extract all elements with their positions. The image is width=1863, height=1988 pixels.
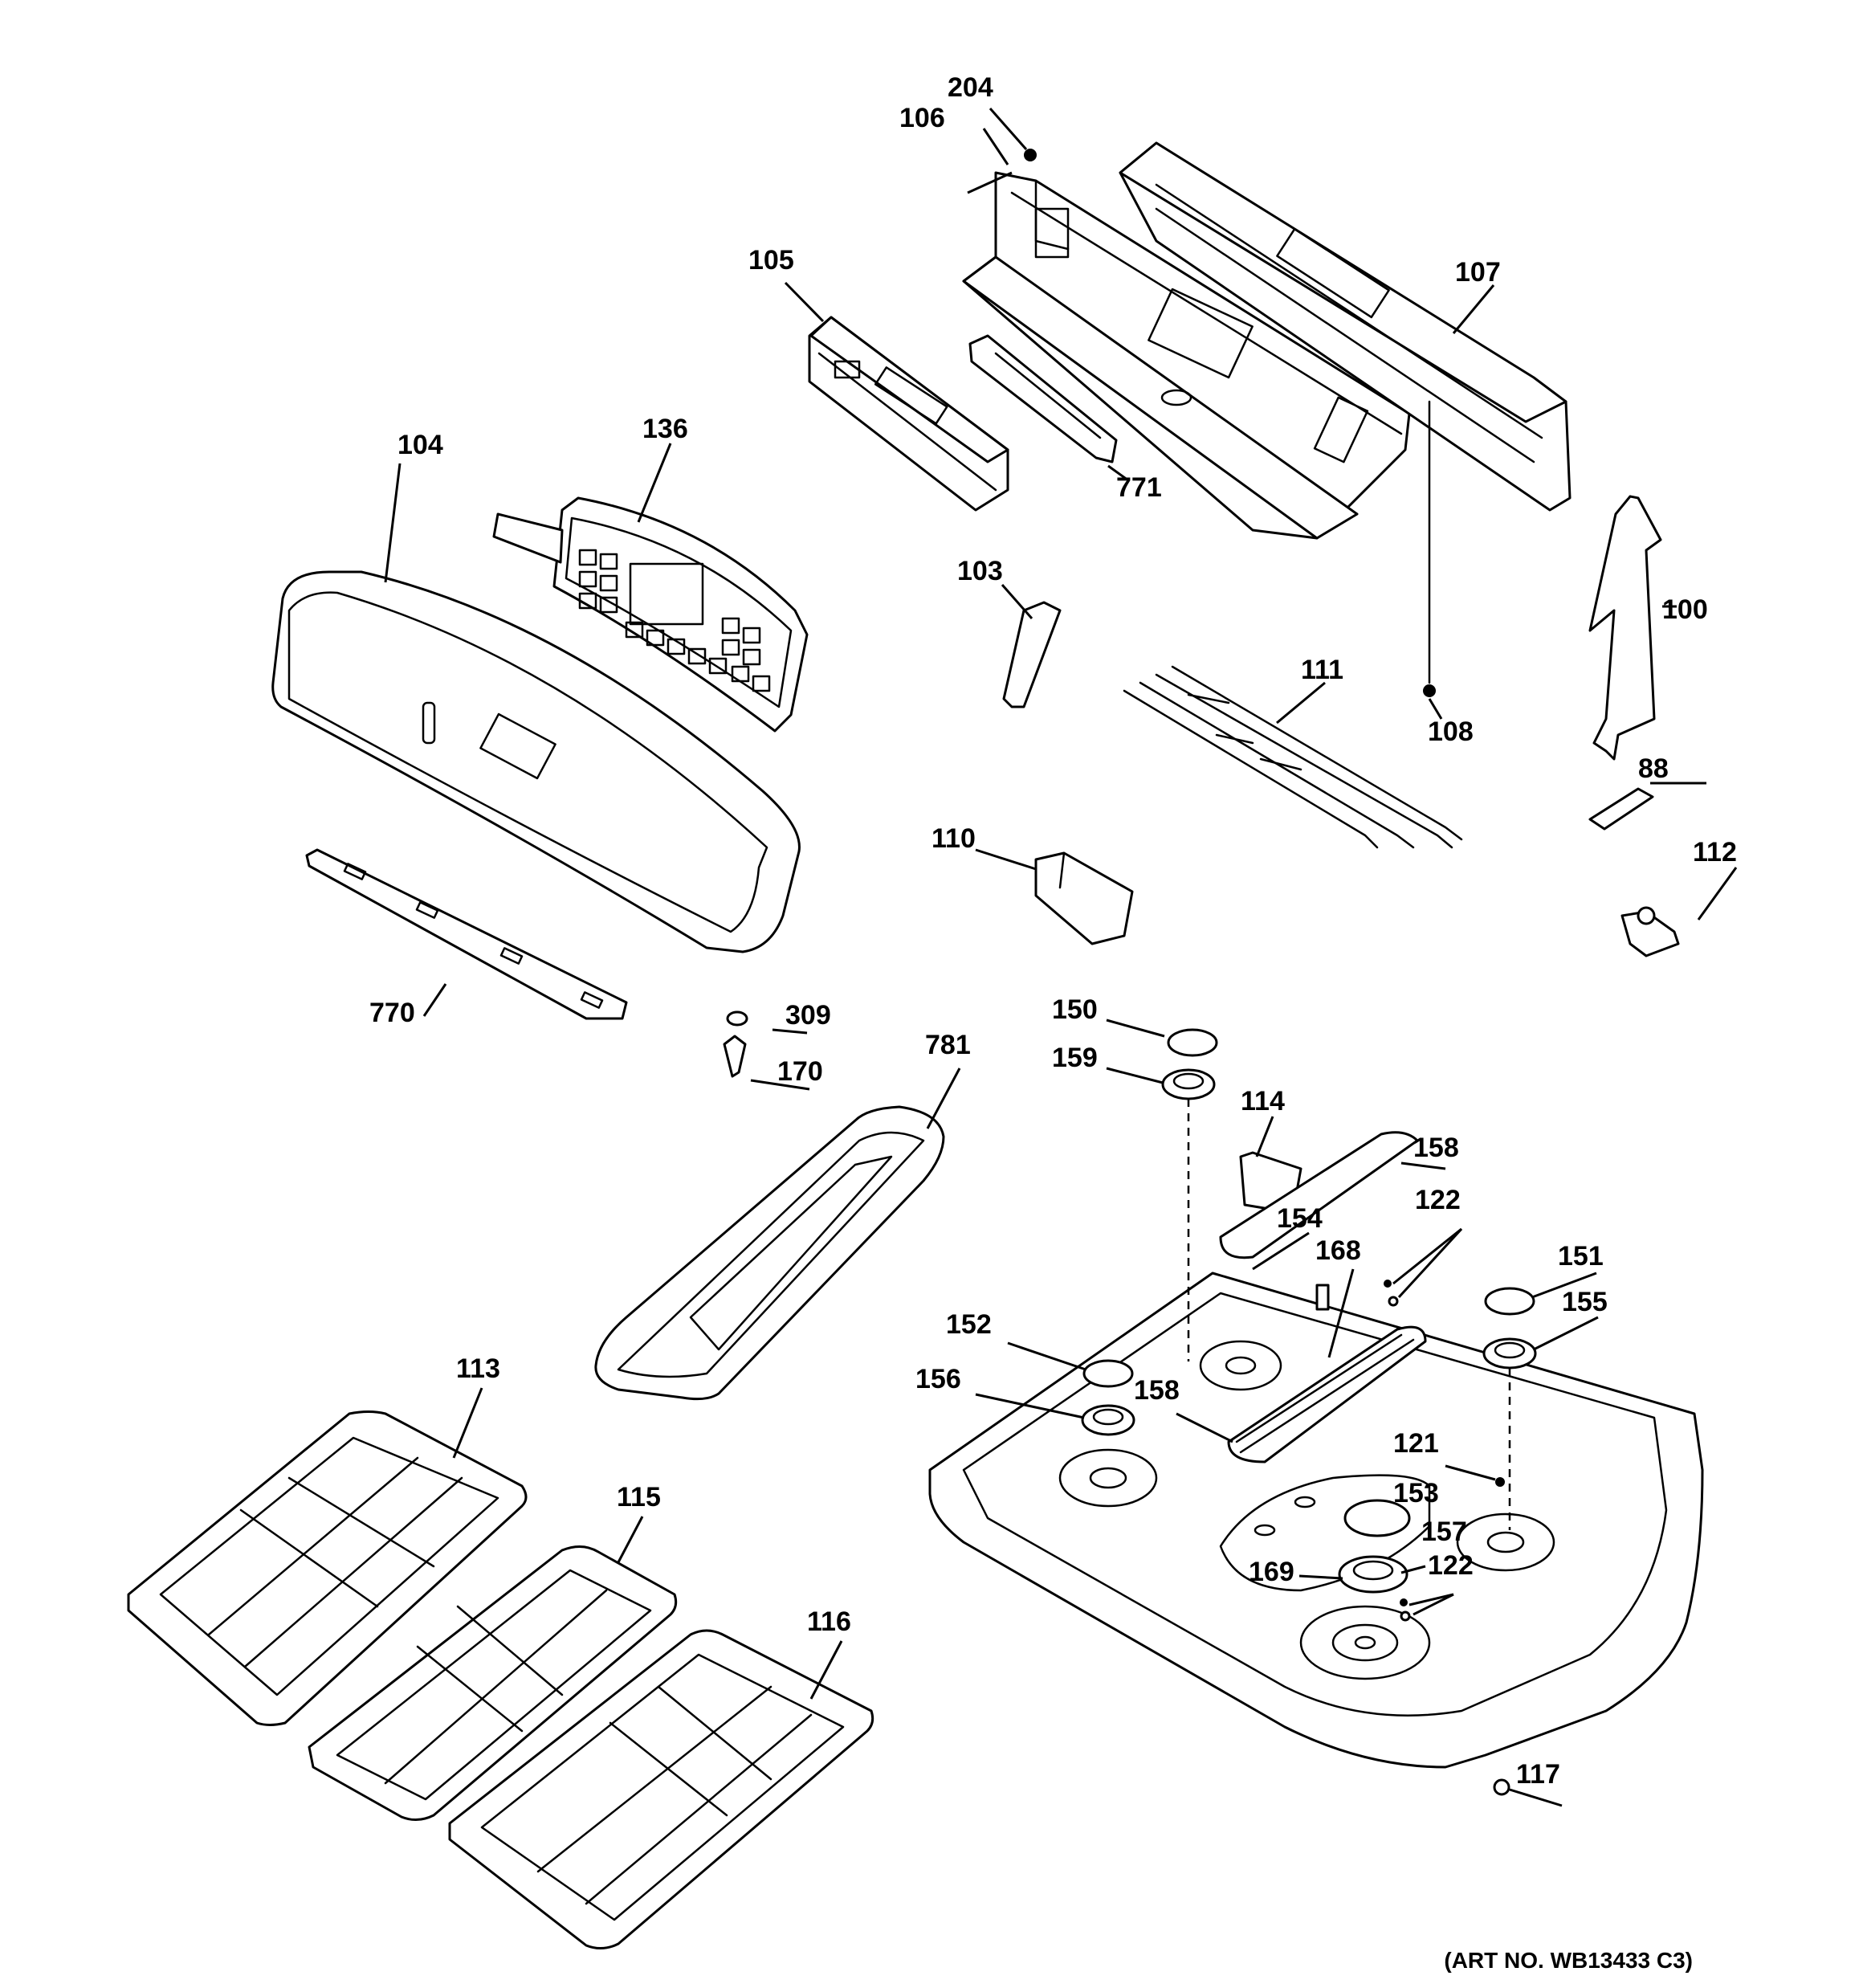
callout-152: 152 — [946, 1309, 992, 1340]
screw-170 — [723, 1035, 810, 1091]
terminal-block-110 — [1034, 851, 1134, 945]
callout-107: 107 — [1455, 257, 1501, 288]
callout-154: 154 — [1277, 1203, 1323, 1234]
callout-781: 781 — [925, 1030, 971, 1060]
callout-105: 105 — [748, 245, 794, 276]
burner-cap-152 — [1007, 1341, 1134, 1388]
callout-122-lower: 122 — [1428, 1550, 1474, 1581]
burner-cap-153 — [1343, 1499, 1411, 1537]
washer-309 — [726, 1010, 808, 1035]
callout-115: 115 — [617, 1482, 661, 1512]
nut-117 — [1493, 1778, 1563, 1807]
callout-116: 116 — [807, 1606, 851, 1637]
callout-labels: 204 106 107 105 771 104 136 103 100 111 … — [369, 72, 1737, 1790]
callout-150: 150 — [1052, 994, 1098, 1025]
oval-burner-154 — [1227, 1325, 1427, 1463]
screw-204 — [989, 108, 1037, 161]
bracket-103 — [1002, 601, 1062, 708]
callout-121: 121 — [1393, 1428, 1439, 1459]
callout-114: 114 — [1241, 1086, 1285, 1116]
burner-head-159 — [1106, 1067, 1216, 1361]
callout-112: 112 — [1693, 837, 1737, 867]
callout-156: 156 — [915, 1364, 961, 1394]
control-overlay-keypad — [492, 496, 809, 733]
burner-head-157 — [1338, 1555, 1426, 1594]
callout-108: 108 — [1428, 716, 1474, 747]
callout-204: 204 — [948, 72, 993, 103]
screw-168 — [1315, 1268, 1355, 1358]
callout-158-upper: 158 — [1413, 1133, 1459, 1163]
screw-121 — [1445, 1464, 1505, 1487]
callout-106: 106 — [899, 103, 945, 133]
art-number: (ART NO. WB13433 C3) — [1444, 1948, 1693, 1973]
callout-103: 103 — [957, 556, 1003, 586]
callout-771: 771 — [1116, 472, 1162, 503]
callout-155: 155 — [1562, 1287, 1608, 1317]
regulator-valve-112 — [1620, 906, 1680, 957]
grate-115 — [308, 1545, 678, 1821]
callout-122-upper: 122 — [1415, 1185, 1461, 1215]
callout-110: 110 — [932, 823, 976, 854]
control-board-shield — [968, 334, 1118, 463]
callout-117: 117 — [1516, 1759, 1560, 1790]
electronic-control-board — [808, 316, 1009, 512]
side-trim-100 — [1588, 495, 1677, 761]
control-panel-backsplash — [271, 570, 801, 953]
callout-136: 136 — [642, 414, 688, 444]
callout-159: 159 — [1052, 1043, 1098, 1073]
callout-111: 111 — [1301, 655, 1343, 685]
keypad-buttons — [578, 549, 771, 692]
callout-158-lower: 158 — [1134, 1375, 1180, 1406]
callout-100: 100 — [1662, 594, 1708, 625]
callout-168: 168 — [1315, 1235, 1361, 1266]
part-88 — [1588, 782, 1706, 831]
screw-122-lower — [1400, 1593, 1454, 1622]
griddle-781 — [594, 1105, 945, 1401]
control-panel-bracket — [305, 848, 628, 1020]
callout-88: 88 — [1638, 753, 1669, 784]
callout-169: 169 — [1249, 1557, 1294, 1587]
cooktop — [928, 1272, 1704, 1769]
grate-113 — [127, 1410, 528, 1726]
callout-770: 770 — [369, 998, 415, 1028]
grate-116 — [448, 1629, 874, 1949]
callout-113: 113 — [456, 1353, 500, 1384]
callout-309: 309 — [785, 1000, 831, 1031]
wire-harness — [1123, 665, 1463, 849]
callout-151: 151 — [1558, 1241, 1604, 1272]
callout-104: 104 — [397, 430, 443, 460]
screw-108 — [1423, 400, 1443, 720]
burner-cap-150 — [1106, 1018, 1218, 1057]
callout-157: 157 — [1421, 1517, 1467, 1547]
backguard-top-cover — [1119, 141, 1572, 512]
burner-cap-151 — [1484, 1272, 1597, 1316]
screw-122-upper — [1384, 1227, 1463, 1307]
burner-head-156 — [975, 1393, 1135, 1436]
burner-head-155 — [1482, 1316, 1599, 1530]
callout-170: 170 — [777, 1056, 823, 1087]
backguard-rear-panel — [962, 171, 1411, 540]
callout-153: 153 — [1393, 1478, 1439, 1508]
burner-cover-158 — [1219, 1131, 1419, 1259]
